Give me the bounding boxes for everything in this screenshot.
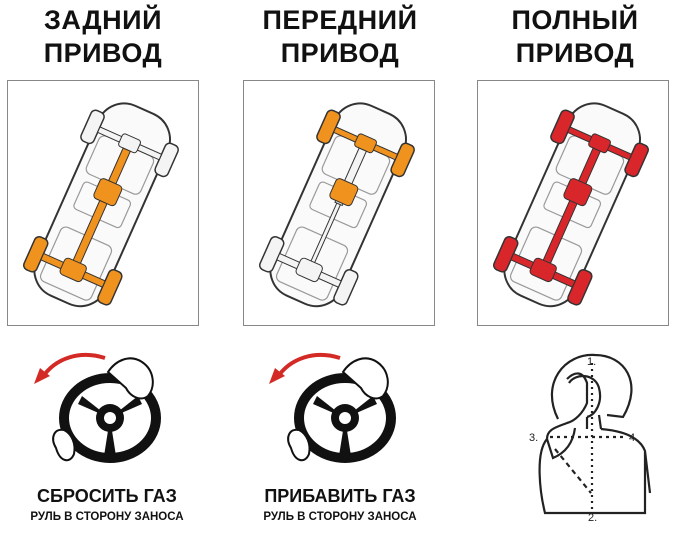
hand-bottom <box>52 428 76 462</box>
car-diagram-all <box>477 80 669 326</box>
steer-caption-1: РУЛЬ В СТОРОНУ ЗАНОСА <box>30 511 184 523</box>
steering-wheel-icon <box>294 373 396 463</box>
steering-wheel-icon <box>59 373 161 463</box>
hand <box>545 372 589 460</box>
steering-wheel-illustration-1 <box>20 340 210 480</box>
title-all-drive: ПОЛНЫЙ ПРИВОД <box>460 4 676 70</box>
car-diagram-front <box>243 80 435 326</box>
action-caption-2: ПРИБАВИТЬ ГАЗ <box>264 486 416 506</box>
figure-label-3: 3. <box>529 432 538 444</box>
title-line-1: ПЕРЕДНИЙ <box>262 5 418 35</box>
hand-bottom <box>287 428 311 462</box>
title-rear-drive: ЗАДНИЙ ПРИВОД <box>0 4 218 70</box>
neck <box>585 414 603 430</box>
facepalm-illustration: 1. 2. 3. 4. <box>495 343 675 528</box>
steer-caption-2: РУЛЬ В СТОРОНУ ЗАНОСА <box>263 511 417 523</box>
body <box>538 427 652 515</box>
title-line-1: ПОЛНЫЙ <box>511 5 639 35</box>
title-line-1: ЗАДНИЙ <box>44 5 162 35</box>
car-diagram-rear <box>7 80 199 326</box>
face <box>568 375 602 419</box>
hand-top <box>106 357 154 400</box>
hand-top <box>341 357 389 400</box>
red-arrow-icon <box>40 352 106 380</box>
figure-label-4: 4. <box>629 432 638 444</box>
title-line-2: ПРИВОД <box>515 38 635 68</box>
hair <box>550 353 633 420</box>
figure-label-2: 2. <box>588 512 597 524</box>
action-caption-1: СБРОСИТЬ ГАЗ <box>37 486 177 506</box>
red-arrow-icon <box>275 352 341 380</box>
title-line-2: ПРИВОД <box>43 38 163 68</box>
steering-wheel-illustration-2 <box>255 340 445 480</box>
figure-label-1: 1. <box>587 356 596 368</box>
title-line-2: ПРИВОД <box>280 38 400 68</box>
title-front-drive: ПЕРЕДНИЙ ПРИВОД <box>225 4 455 70</box>
